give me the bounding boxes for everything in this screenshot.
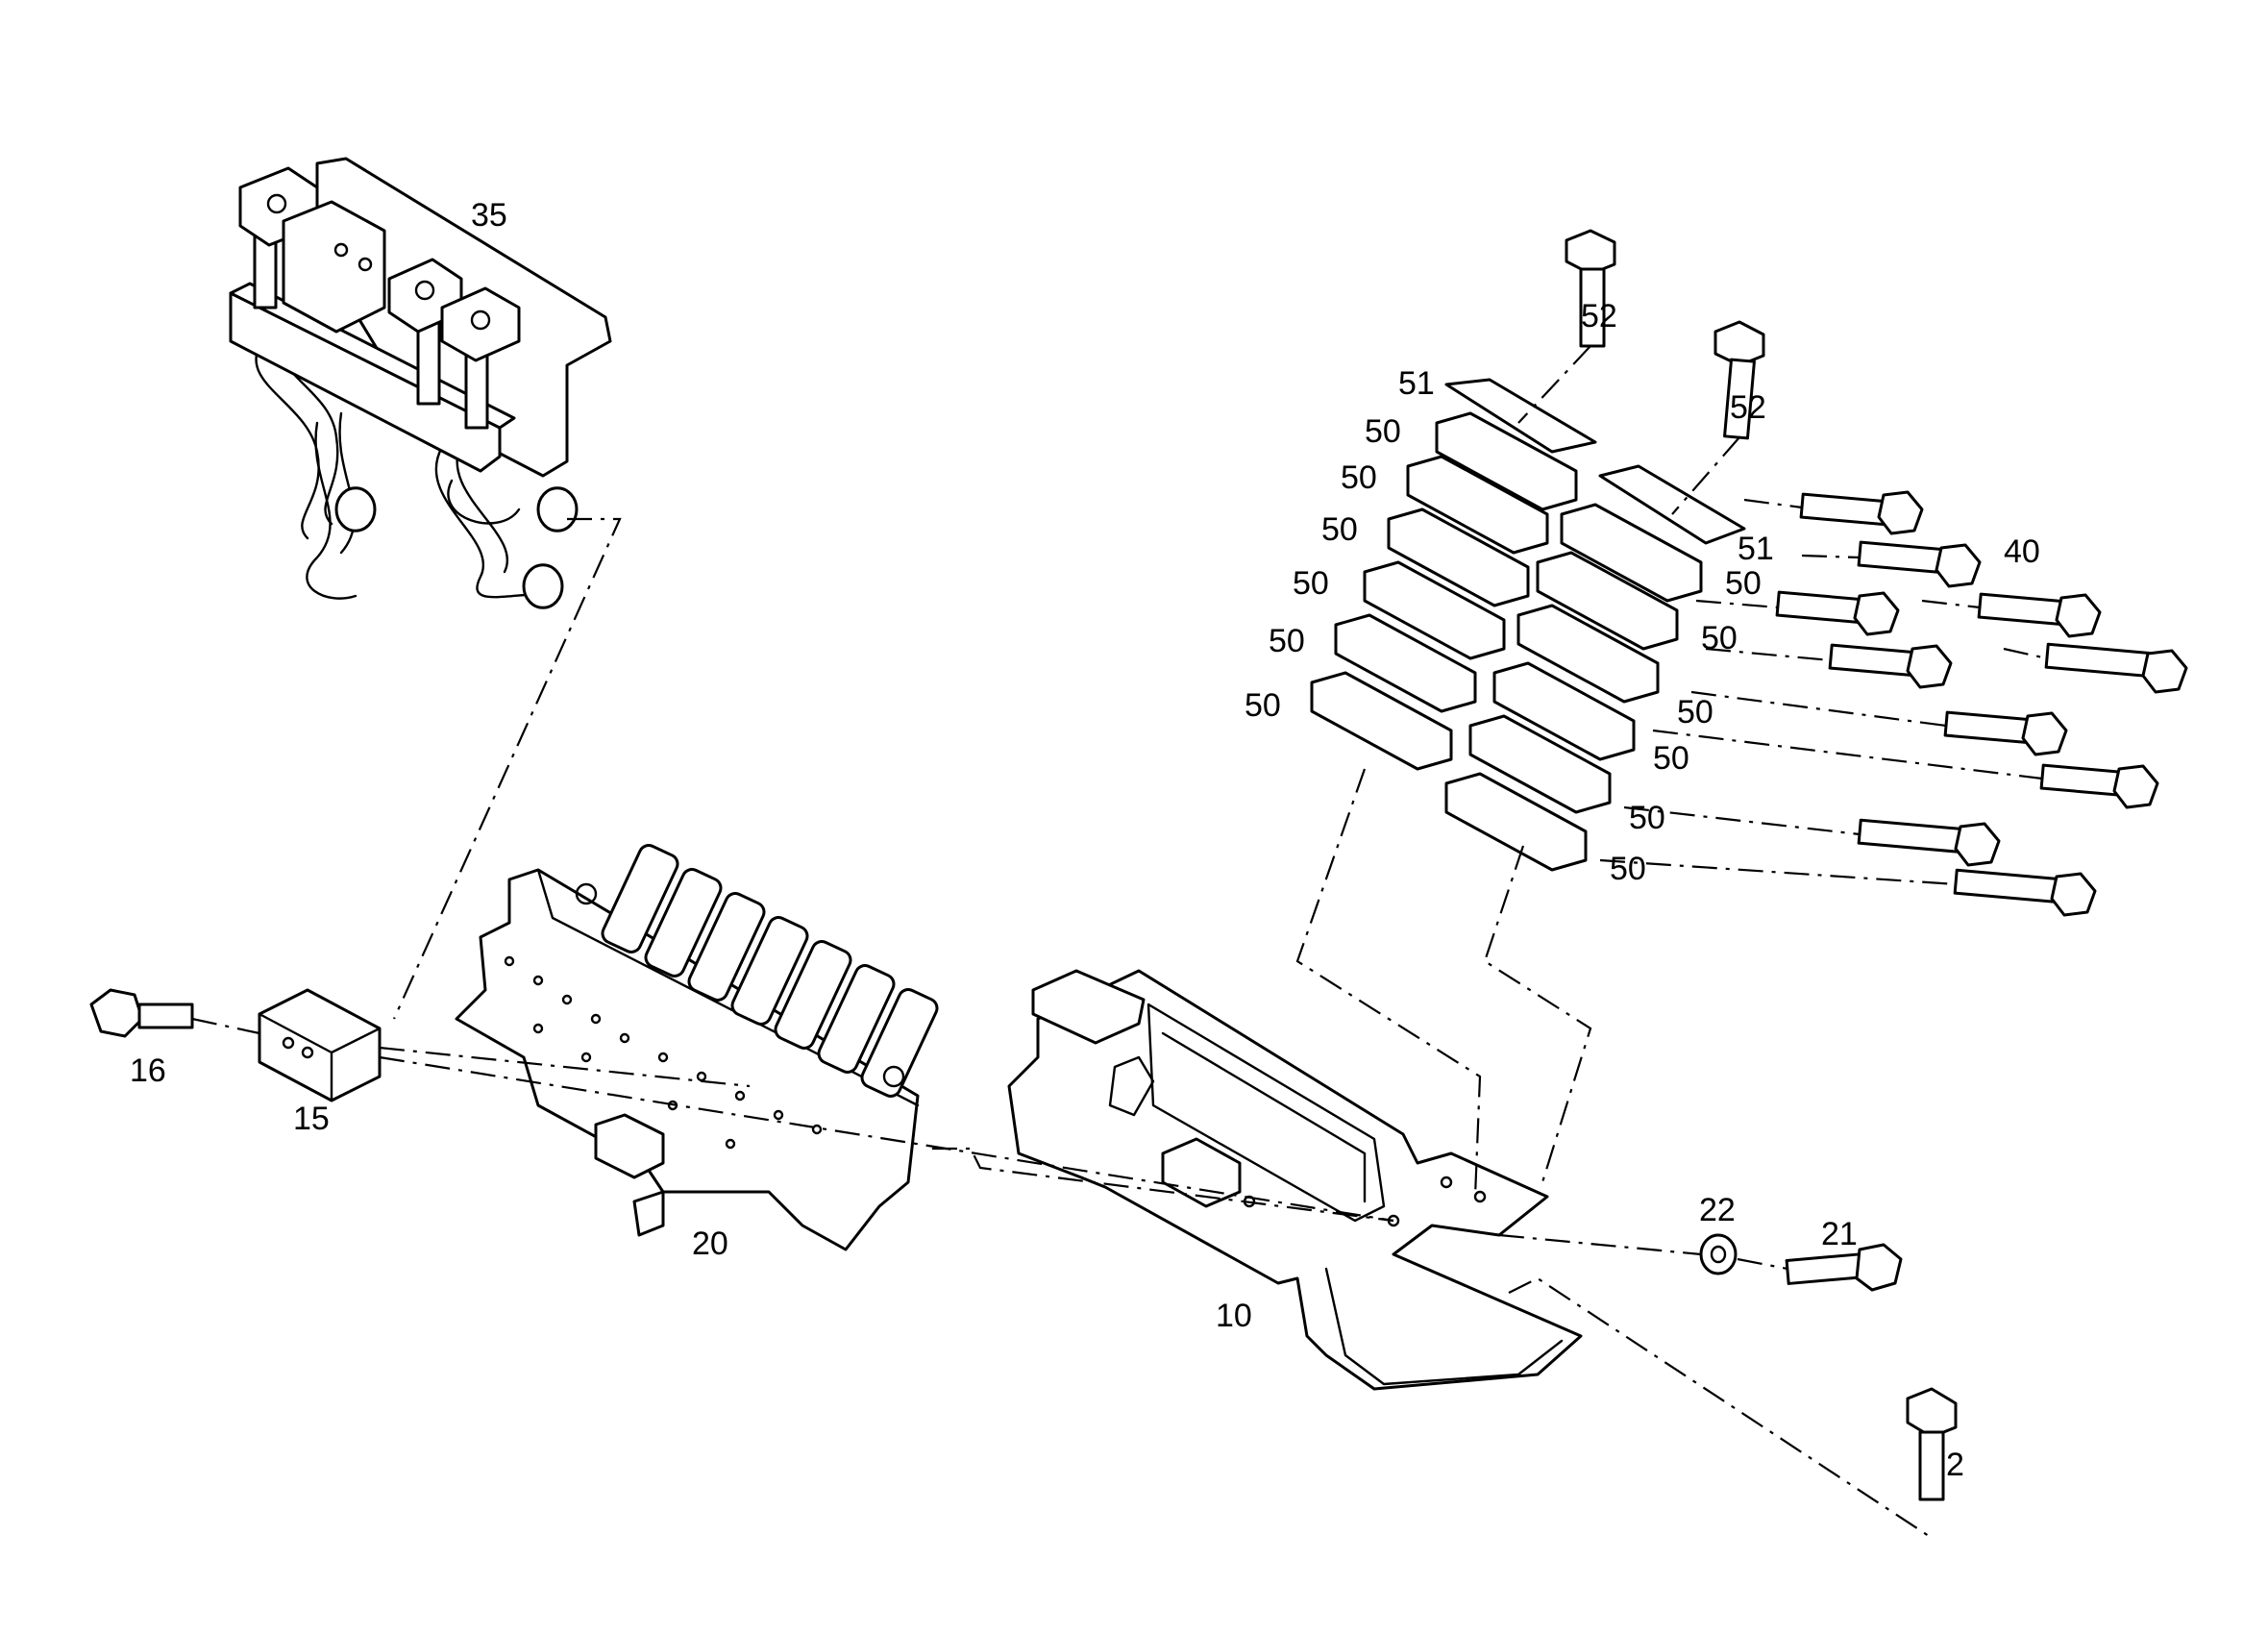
- part-labels: 35 52 52 51 51 40 50 50 50 50 50 50 50 5…: [130, 197, 2040, 1483]
- part-20-control-valve: [455, 844, 939, 1251]
- label-50-l2: 50: [1341, 459, 1377, 496]
- label-20: 20: [692, 1226, 728, 1262]
- label-52-a: 52: [1581, 298, 1617, 334]
- part-15-block: [258, 988, 382, 1102]
- label-50-l4: 50: [1293, 565, 1329, 602]
- label-50-l6: 50: [1245, 687, 1281, 724]
- part-2-bolt: [1906, 1387, 1958, 1501]
- label-51-b: 51: [1738, 531, 1774, 567]
- label-50-r6: 50: [1610, 851, 1646, 887]
- part-51-plates: [1444, 378, 1746, 545]
- label-50-l1: 50: [1365, 413, 1401, 450]
- part-52-bolts: [1565, 229, 1765, 440]
- part-40-bolts: [1775, 490, 2188, 917]
- part-10-bracket: [1007, 969, 1583, 1391]
- label-40: 40: [2004, 533, 2040, 570]
- label-50-r2: 50: [1701, 620, 1738, 656]
- label-50-r4: 50: [1653, 740, 1689, 777]
- assembly-center-lines: [191, 345, 2048, 1539]
- part-35-valve-block: [229, 157, 612, 609]
- label-15: 15: [293, 1101, 330, 1137]
- part-22-washer: [1699, 1233, 1738, 1275]
- part-50-clamps: [1310, 411, 1703, 872]
- part-21-bolt: [1785, 1243, 1903, 1292]
- label-50-r1: 50: [1725, 565, 1762, 602]
- label-50-r3: 50: [1677, 694, 1713, 730]
- label-10: 10: [1216, 1298, 1252, 1334]
- label-22: 22: [1699, 1192, 1736, 1228]
- label-52-b: 52: [1730, 389, 1766, 426]
- label-16: 16: [130, 1052, 166, 1089]
- part-16-bolt: [89, 988, 194, 1038]
- label-50-l5: 50: [1269, 623, 1305, 659]
- label-21: 21: [1821, 1216, 1858, 1252]
- label-50-l3: 50: [1321, 511, 1358, 548]
- label-35: 35: [471, 197, 507, 234]
- label-51-a: 51: [1398, 365, 1435, 402]
- label-2: 2: [1946, 1447, 1964, 1483]
- label-50-r5: 50: [1629, 800, 1665, 836]
